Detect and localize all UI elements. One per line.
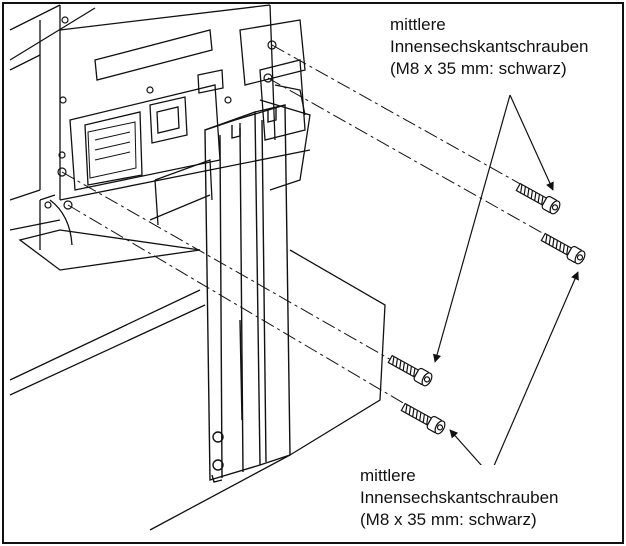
callout-top-line3: (M8 x 35 mm: schwarz) <box>390 59 567 78</box>
alignment-lines <box>61 44 561 411</box>
arrow-top-to-screw-3 <box>433 94 511 363</box>
screws <box>387 182 586 435</box>
base-plate <box>9 159 386 531</box>
rear-cabinet <box>9 4 311 231</box>
screw-4 <box>400 402 446 435</box>
cabinet-holes <box>44 16 277 210</box>
arrow-bottom-to-screw-2 <box>489 271 579 476</box>
callout-label-bottom: mittlere Innensechskantschrauben (M8 x 3… <box>360 465 559 531</box>
callout-bottom-line2: Innensechskantschrauben <box>360 488 559 507</box>
stand-column <box>204 104 291 483</box>
left-foot <box>18 194 201 271</box>
connector-block <box>87 121 137 179</box>
callout-arrows <box>433 94 579 476</box>
callout-top-line1: mittlere <box>390 15 446 34</box>
screw-3 <box>387 354 433 387</box>
callout-bottom-line1: mittlere <box>360 466 416 485</box>
arrow-top-to-screw-1 <box>509 94 554 191</box>
screw-2 <box>540 232 586 265</box>
callout-bottom-line3: (M8 x 35 mm: schwarz) <box>360 510 537 529</box>
screw-1 <box>515 182 561 215</box>
callout-top-line2: Innensechskantschrauben <box>390 37 589 56</box>
callout-label-top: mittlere Innensechskantschrauben (M8 x 3… <box>390 14 589 80</box>
